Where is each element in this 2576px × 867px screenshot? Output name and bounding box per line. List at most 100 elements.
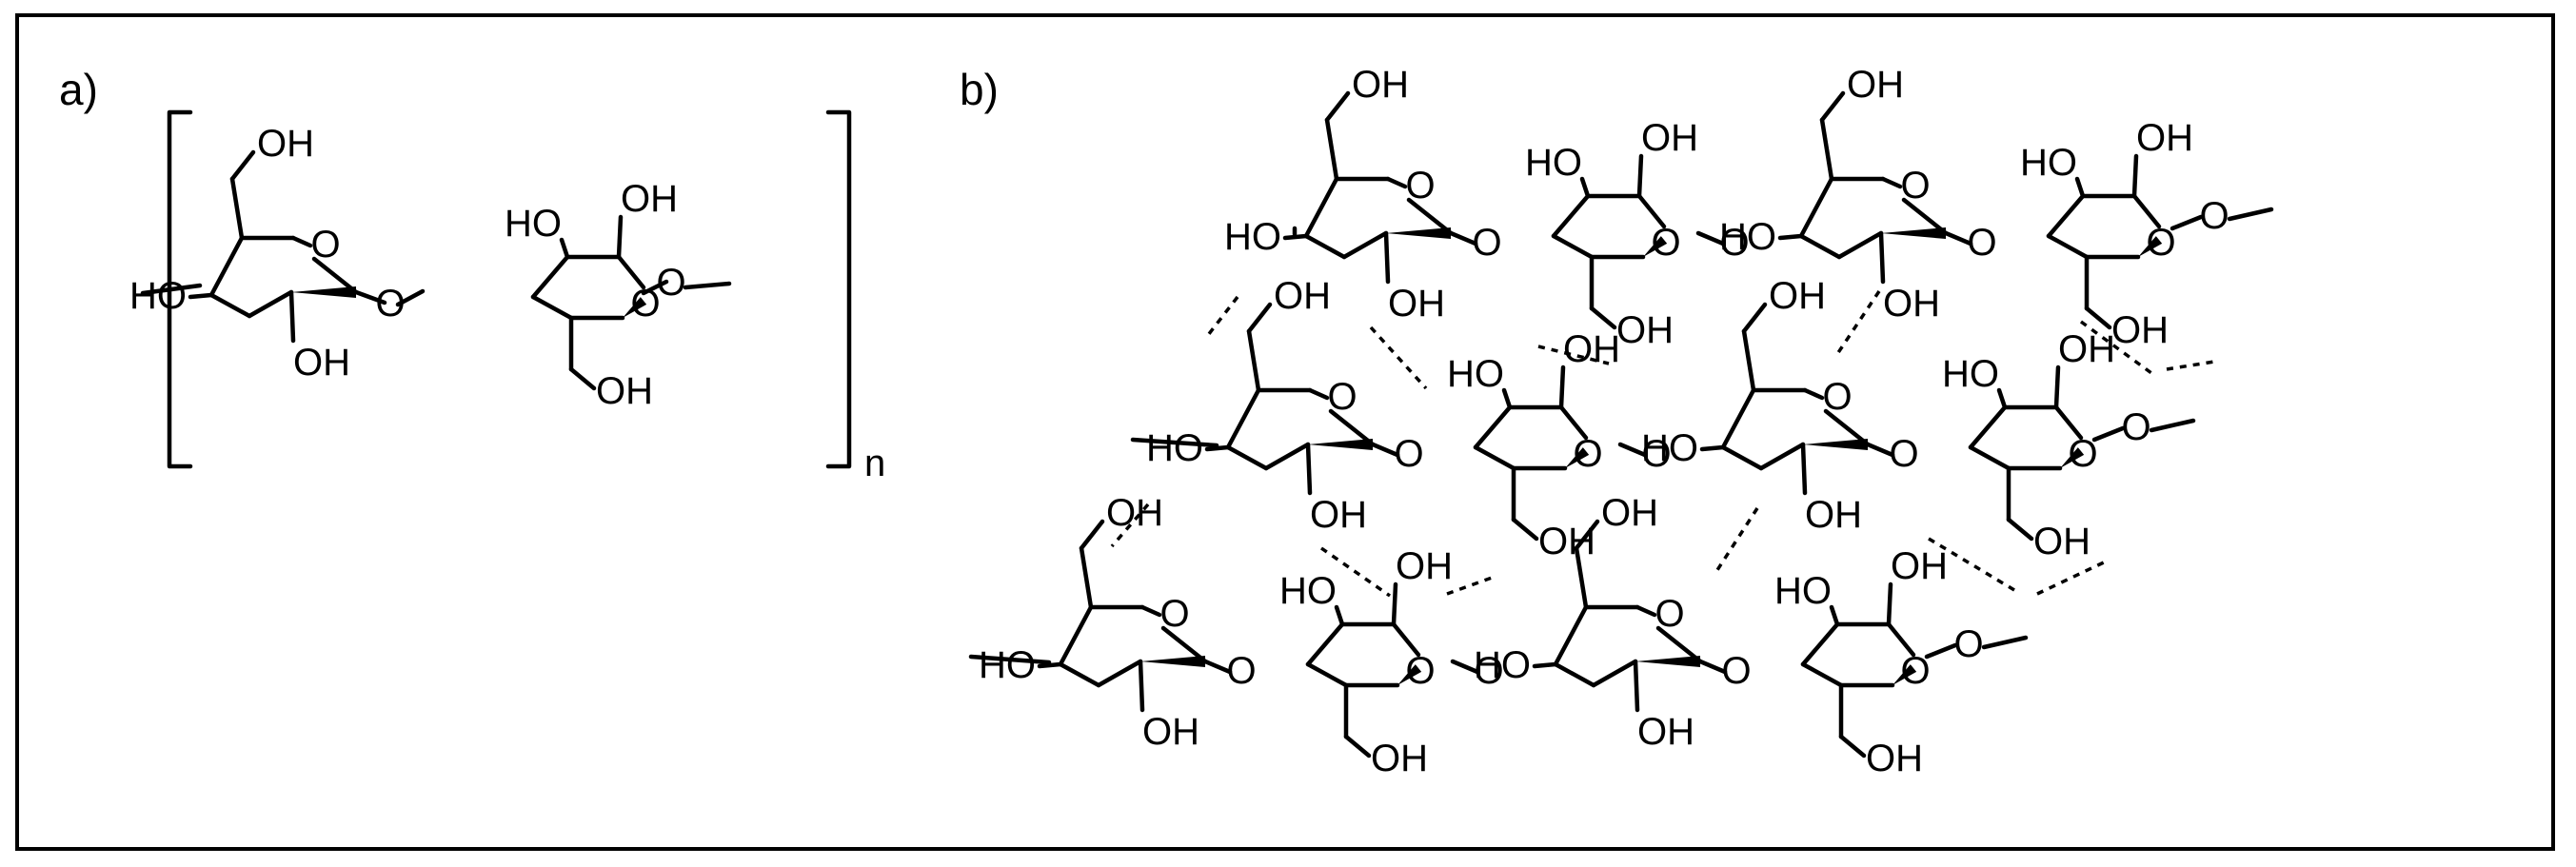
ring-bond bbox=[616, 254, 646, 290]
ring-bold-bond bbox=[1643, 236, 1668, 257]
ring-bond bbox=[1968, 444, 2011, 471]
hydroxyl-label: OH bbox=[1388, 283, 1445, 325]
glycosidic-bond bbox=[1697, 659, 1728, 675]
ring-bond bbox=[530, 294, 574, 321]
ch2-bond bbox=[229, 149, 256, 182]
ch2-bond bbox=[1838, 734, 1867, 759]
hydroxyl-label: OH bbox=[2111, 309, 2169, 351]
hydroxyl-label: OH bbox=[1805, 494, 1862, 536]
ring-bold-bond bbox=[1386, 227, 1451, 239]
ring-bond bbox=[1758, 442, 1806, 471]
ring-oxygen-label: O bbox=[1822, 376, 1852, 418]
oh-bond bbox=[1558, 365, 1566, 410]
hydrogen-bond bbox=[1369, 325, 1428, 390]
panel-label-b: b) bbox=[960, 65, 999, 114]
oh-bond bbox=[1501, 387, 1513, 410]
ring-bond bbox=[1473, 444, 1516, 471]
ring-bond bbox=[1636, 193, 1667, 229]
ring-bond bbox=[1225, 387, 1261, 450]
hydroxyl-label: HO bbox=[1525, 142, 1582, 184]
hydroxyl-label: HO bbox=[1279, 570, 1337, 612]
glycosidic-oxygen-label: O bbox=[1226, 650, 1256, 692]
ring-bond bbox=[208, 235, 245, 298]
hydroxyl-label: OH bbox=[1563, 328, 1620, 370]
ring-bond bbox=[1798, 233, 1842, 260]
ring-bond bbox=[1551, 233, 1595, 260]
oh-bond bbox=[1305, 442, 1313, 496]
ring-bold-bond bbox=[623, 297, 647, 318]
oh-bond bbox=[559, 237, 570, 260]
ch2-bond bbox=[1741, 302, 1768, 334]
hydrogen-bond bbox=[1714, 507, 1759, 574]
hydroxyl-label: OH bbox=[1396, 545, 1453, 587]
chain-end-bond bbox=[968, 654, 1052, 665]
hydroxyl-label: OH bbox=[1637, 711, 1694, 753]
glycosidic-bond bbox=[1450, 659, 1480, 675]
oh-bond bbox=[1282, 233, 1309, 241]
ring-bond bbox=[247, 289, 294, 319]
chain-end-bond bbox=[140, 283, 203, 296]
ring-bold-bond bbox=[1803, 439, 1868, 450]
ring-bond bbox=[2046, 193, 2086, 239]
glycosidic-oxygen-label: O bbox=[1953, 623, 1983, 665]
ch2-bond bbox=[568, 366, 597, 391]
oh-bond bbox=[1829, 604, 1840, 627]
oh-bond bbox=[1579, 176, 1591, 199]
hydroxyl-label: OH bbox=[1142, 711, 1199, 753]
ring-bond bbox=[1655, 625, 1703, 664]
ring-bond bbox=[1391, 621, 1421, 658]
ring-oxygen-label: O bbox=[310, 224, 340, 266]
ring-bond bbox=[1802, 387, 1825, 401]
hydroxyl-label: OH bbox=[596, 370, 653, 412]
ring-oxygen-label: O bbox=[1573, 433, 1602, 475]
ring-bond bbox=[1886, 621, 1916, 658]
oh-bond bbox=[1800, 442, 1808, 496]
ring-bond bbox=[1720, 387, 1756, 450]
ring-bond bbox=[1385, 176, 1408, 189]
ring-bond bbox=[1591, 659, 1638, 688]
hydroxyl-label: OH bbox=[1106, 492, 1163, 534]
hydroxyl-label: OH bbox=[1847, 64, 1904, 106]
hydroxyl-label: OH bbox=[2136, 117, 2193, 159]
glycosidic-oxygen-label: O bbox=[1394, 433, 1423, 475]
hydroxyl-label: OH bbox=[1616, 309, 1674, 351]
ring-bold-bond bbox=[1565, 447, 1590, 468]
glycosidic-oxygen-label: O bbox=[1721, 650, 1751, 692]
ring-bond bbox=[1800, 661, 1844, 688]
hydroxyl-label: OH bbox=[2058, 328, 2115, 370]
oh-bond bbox=[1636, 153, 1644, 199]
hydrogen-bond bbox=[2079, 320, 2153, 375]
hydrogen-bond bbox=[1110, 502, 1150, 548]
panel-label-a: a) bbox=[59, 65, 98, 114]
ring-bond bbox=[1558, 404, 1589, 441]
glycosidic-bond bbox=[1370, 442, 1400, 458]
ring-oxygen-label: O bbox=[1900, 165, 1930, 207]
ring-bold-bond bbox=[1892, 664, 1917, 685]
ch2-bond bbox=[1246, 302, 1273, 334]
ring-bond bbox=[1473, 404, 1513, 450]
hydroxyl-label: HO bbox=[1641, 427, 1698, 469]
hydroxyl-label: OH bbox=[1641, 117, 1698, 159]
ch2-bond bbox=[1079, 519, 1105, 551]
hydrogen-bond bbox=[2166, 360, 2215, 371]
ring-bond bbox=[1901, 197, 1949, 236]
oh-bond bbox=[188, 292, 214, 300]
hydroxyl-label: HO bbox=[505, 203, 562, 245]
hydroxyl-label: OH bbox=[1891, 545, 1948, 587]
ch2-bond bbox=[1741, 328, 1756, 393]
glycosidic-oxygen-label: O bbox=[1889, 433, 1918, 475]
ring-bond bbox=[530, 254, 570, 300]
ring-bold-bond bbox=[1140, 656, 1205, 667]
glycosidic-bond bbox=[1448, 230, 1478, 246]
ring-bond bbox=[1823, 408, 1871, 447]
hydroxyl-label: OH bbox=[1274, 275, 1331, 317]
oh-bond bbox=[1204, 444, 1231, 452]
hydroxyl-label: OH bbox=[257, 123, 314, 165]
oh-bond bbox=[1996, 387, 2008, 410]
hydrogen-bond bbox=[1928, 537, 2015, 592]
glycosidic-bond bbox=[1695, 230, 1726, 246]
